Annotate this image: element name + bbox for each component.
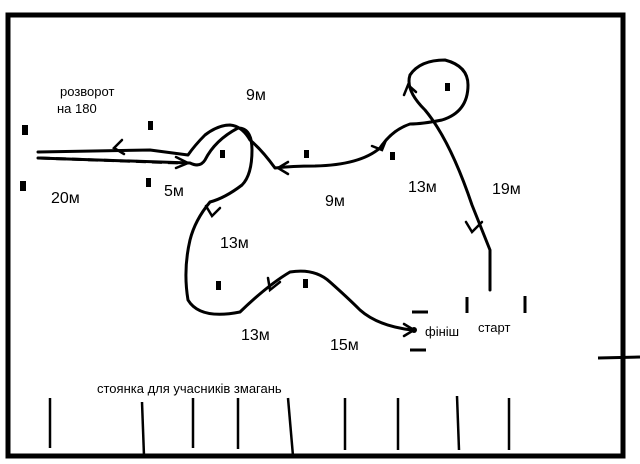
distance-label: 5м: [164, 183, 184, 200]
course-path: [36, 58, 492, 292]
parking-label: стоянка для учасників змагань: [97, 381, 282, 396]
arrow-up: [464, 220, 484, 235]
finish-gate: [410, 310, 428, 352]
cone: [148, 121, 153, 130]
distance-label: 15м: [330, 337, 359, 354]
cone: [216, 281, 221, 290]
dashed-return-line: [39, 156, 181, 165]
arrow-middle-right: [370, 138, 388, 152]
arrow-middle-left: [275, 160, 290, 176]
arrow-dashed: [174, 155, 192, 170]
cone: [303, 279, 308, 288]
edge-tick: [597, 355, 640, 360]
arrow-down-left: [204, 204, 222, 219]
parking-stalls: [48, 395, 511, 457]
turnaround-label-line2: на 180: [57, 101, 97, 116]
distance-label: 13м: [220, 235, 249, 252]
arrow-left: [111, 138, 126, 156]
cone: [445, 83, 450, 91]
distance-label: 13м: [408, 179, 437, 196]
arrow-bottom: [266, 276, 282, 293]
arrow-top-loop: [402, 82, 418, 97]
cone: [390, 152, 395, 160]
cone: [146, 178, 151, 187]
cone: [220, 150, 225, 158]
cone-markers: [20, 83, 450, 290]
finish-label: фініш: [425, 324, 459, 339]
start-gate: [465, 296, 527, 313]
arena-border: [5, 12, 626, 459]
cone: [20, 181, 26, 191]
cone: [22, 125, 28, 135]
distance-label: 19м: [492, 181, 521, 198]
cone: [304, 150, 309, 158]
start-label: старт: [478, 320, 510, 335]
distance-label: 20м: [51, 190, 80, 207]
distance-label: 9м: [325, 193, 345, 210]
course-path-return: [36, 126, 414, 332]
finish-point: [411, 327, 417, 333]
distance-label: 9м: [246, 87, 266, 104]
distance-label: 13м: [241, 327, 270, 344]
direction-arrows: [111, 82, 484, 338]
turnaround-label-line1: розворот: [60, 84, 114, 99]
